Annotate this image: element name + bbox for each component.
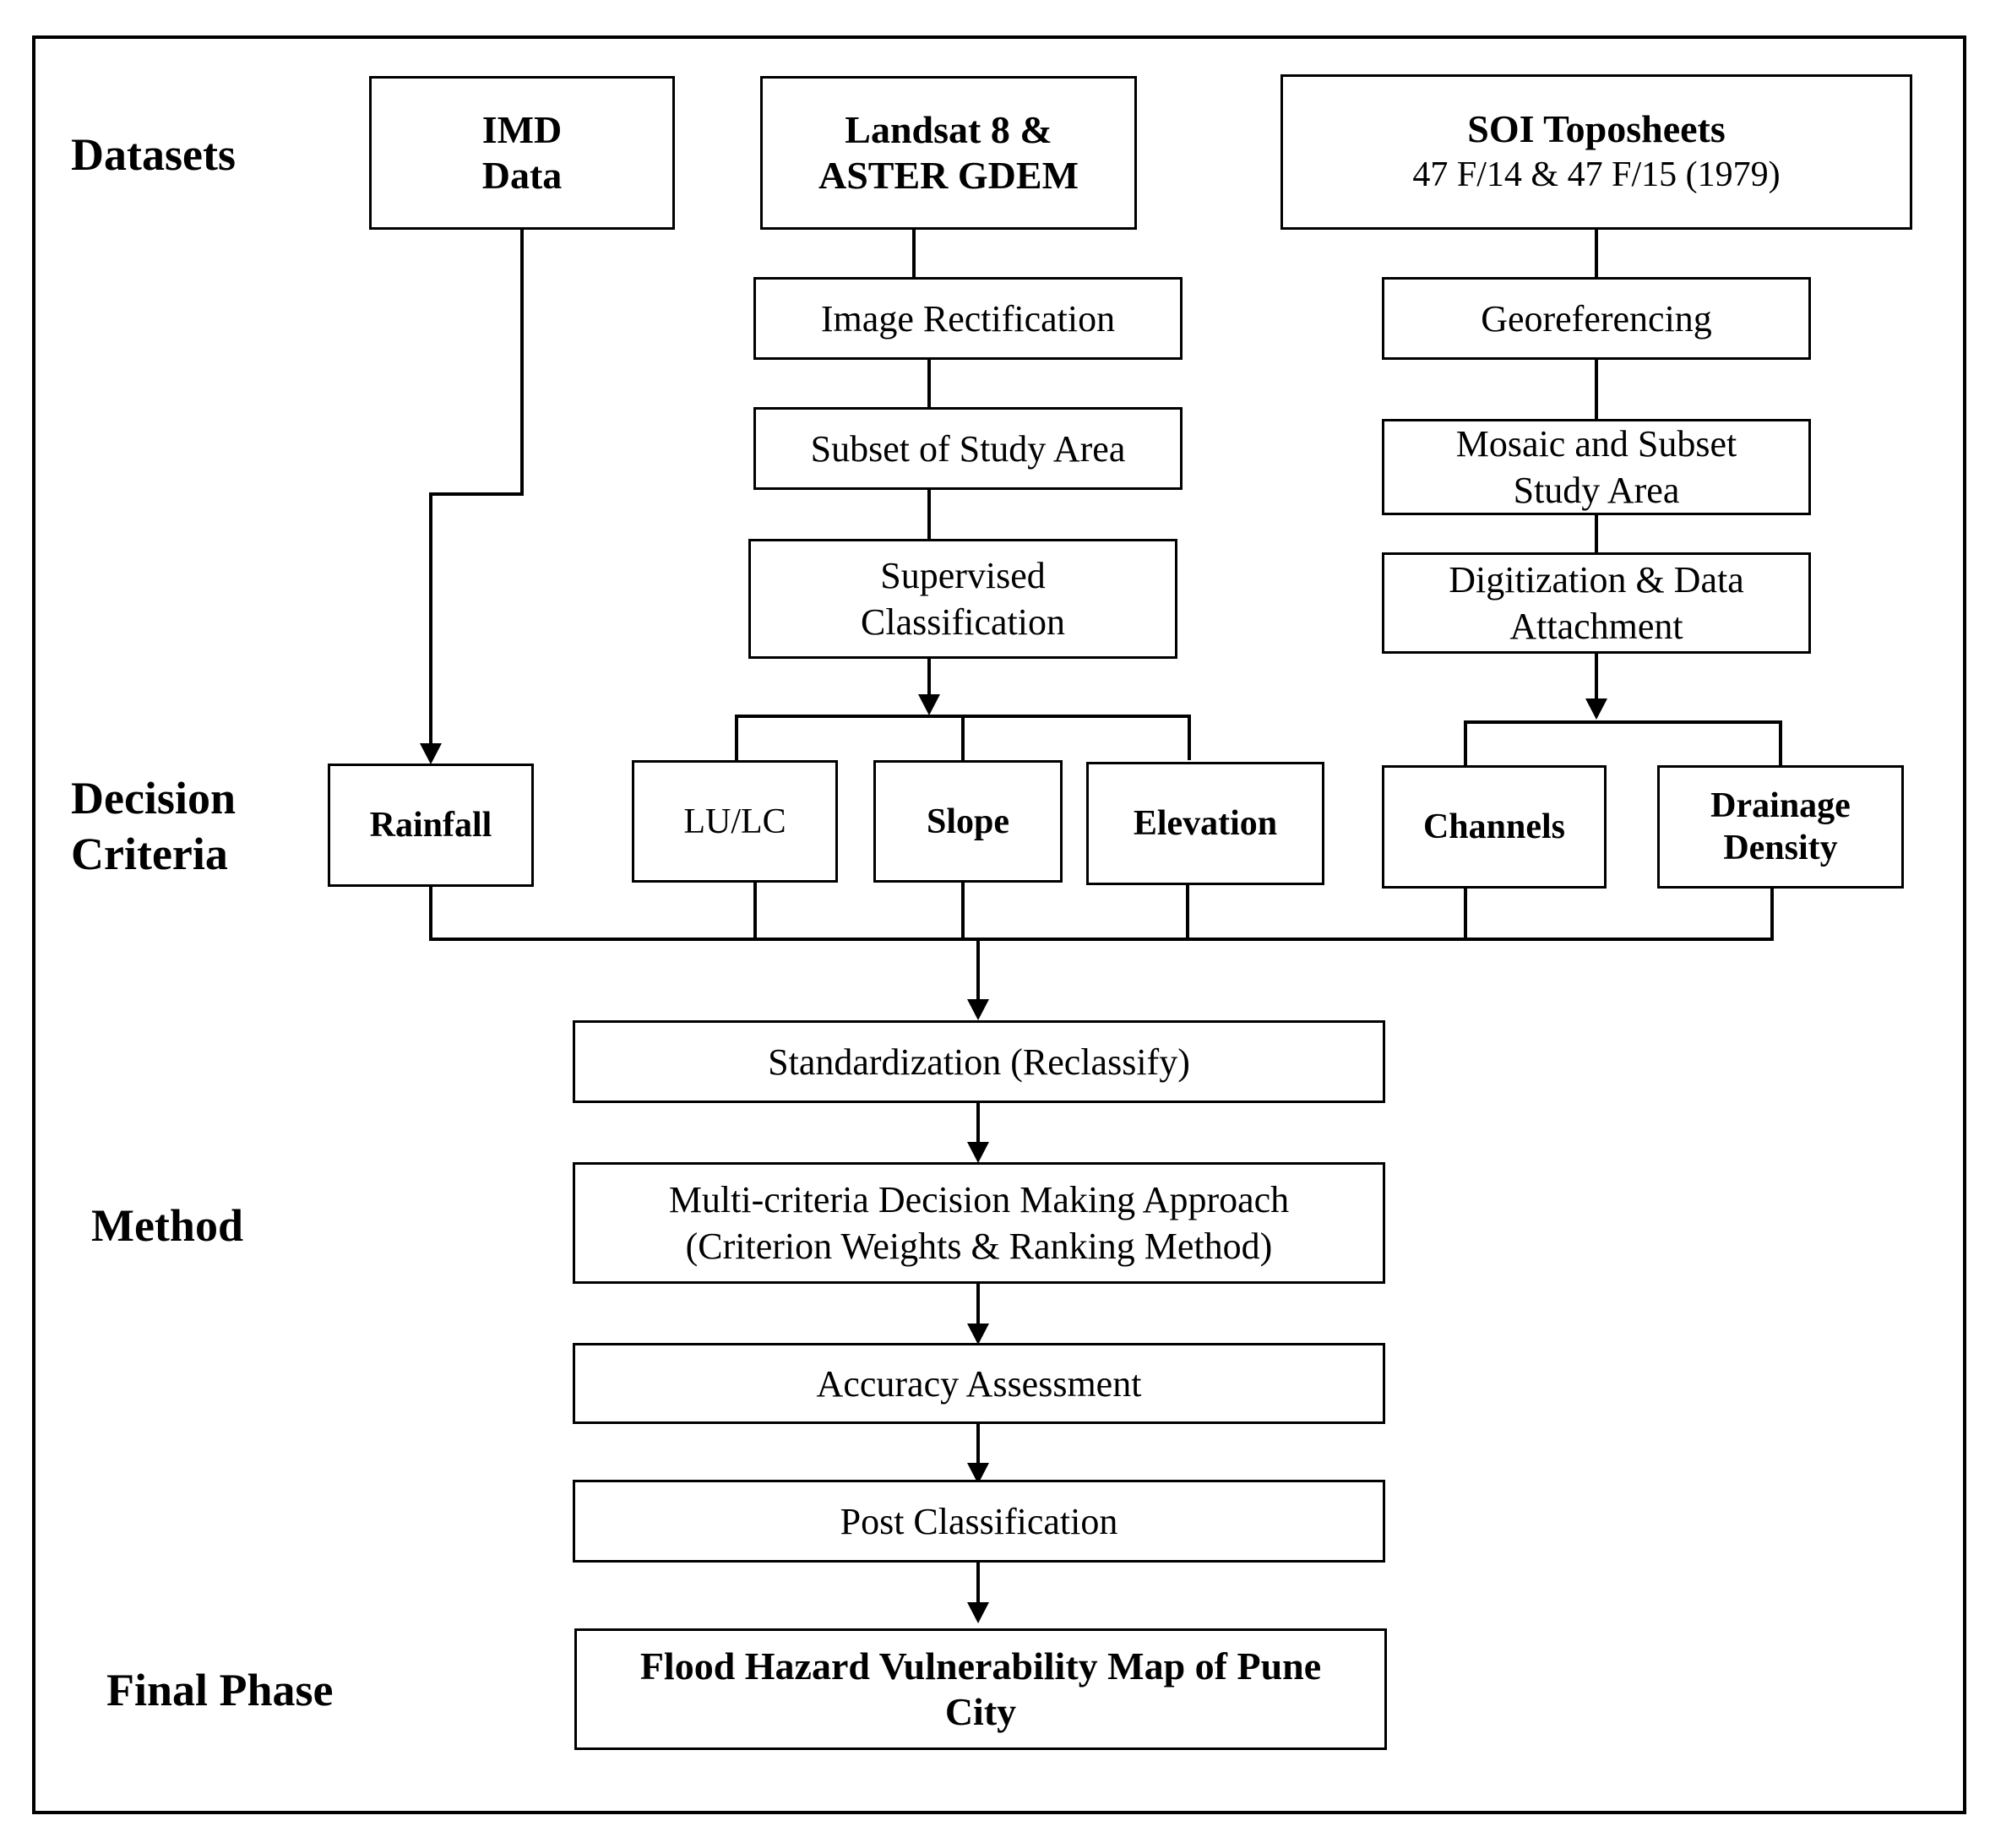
mcdm-approach-text: Multi-criteria Decision Making Approach … bbox=[668, 1179, 1290, 1267]
criterion-slope-text: Slope bbox=[926, 802, 1010, 841]
section-datasets-label: Datasets bbox=[71, 129, 236, 180]
mcdm-approach-box: Multi-criteria Decision Making Approach … bbox=[573, 1162, 1385, 1284]
imd-data-text: IMD Data bbox=[481, 108, 563, 197]
subset-study-area-text: Subset of Study Area bbox=[810, 427, 1126, 470]
accuracy-assessment-text: Accuracy Assessment bbox=[816, 1362, 1142, 1405]
arrowhead-final bbox=[967, 1602, 989, 1623]
soi-toposheets-title: SOI Toposheets bbox=[1467, 107, 1726, 150]
final-map-box: Flood Hazard Vulnerability Map of Pune C… bbox=[574, 1628, 1387, 1750]
criterion-lulc-text: LU/LC bbox=[683, 802, 786, 841]
arrowhead-post bbox=[967, 1463, 989, 1484]
digitization-box: Digitization & Data Attachment bbox=[1382, 552, 1811, 654]
arrowhead-mcdm bbox=[967, 1142, 989, 1163]
soi-toposheets-box: SOI Toposheets 47 F/14 & 47 F/15 (1979) bbox=[1280, 74, 1912, 230]
arrowhead-rainfall bbox=[420, 743, 442, 764]
criterion-elevation-box: Elevation bbox=[1086, 762, 1324, 885]
section-final-phase-label: Final Phase bbox=[106, 1665, 334, 1715]
arrowhead-digitization bbox=[1585, 698, 1607, 720]
connector-imd-rainfall bbox=[429, 228, 524, 754]
subset-study-area-box: Subset of Study Area bbox=[753, 407, 1183, 490]
section-decision-criteria-label: Decision Criteria bbox=[71, 773, 236, 879]
criterion-channels-text: Channels bbox=[1422, 807, 1566, 846]
arrowhead-accuracy bbox=[967, 1323, 989, 1345]
mosaic-subset-box: Mosaic and Subset Study Area bbox=[1382, 419, 1811, 515]
criterion-slope-box: Slope bbox=[873, 760, 1063, 883]
bus-soi-criteria bbox=[1464, 720, 1782, 767]
landsat-aster-box: Landsat 8 & ASTER GDEM bbox=[760, 76, 1137, 230]
diagram-frame bbox=[32, 35, 1966, 1814]
collector-bus bbox=[429, 885, 1774, 941]
arrowhead-classification bbox=[918, 694, 940, 715]
arrowhead-standardization bbox=[967, 999, 989, 1020]
post-classification-box: Post Classification bbox=[573, 1480, 1385, 1563]
criterion-elevation-text: Elevation bbox=[1133, 804, 1278, 843]
image-rectification-box: Image Rectification bbox=[753, 277, 1183, 360]
digitization-text: Digitization & Data Attachment bbox=[1449, 559, 1744, 647]
mosaic-subset-text: Mosaic and Subset Study Area bbox=[1455, 423, 1737, 511]
georeferencing-box: Georeferencing bbox=[1382, 277, 1811, 360]
criterion-channels-box: Channels bbox=[1382, 765, 1607, 889]
image-rectification-text: Image Rectification bbox=[820, 297, 1116, 340]
georeferencing-text: Georeferencing bbox=[1481, 297, 1712, 340]
accuracy-assessment-box: Accuracy Assessment bbox=[573, 1343, 1385, 1424]
criterion-lulc-box: LU/LC bbox=[632, 760, 838, 883]
supervised-classification-text: Supervised Classification bbox=[861, 555, 1065, 643]
landsat-aster-text: Landsat 8 & ASTER GDEM bbox=[818, 108, 1079, 197]
criterion-drainage-density-text: Drainage Density bbox=[1710, 786, 1851, 867]
standardization-box: Standardization (Reclassify) bbox=[573, 1020, 1385, 1103]
criterion-drainage-density-box: Drainage Density bbox=[1657, 765, 1904, 889]
criterion-rainfall-text: Rainfall bbox=[369, 806, 492, 845]
post-classification-text: Post Classification bbox=[840, 1500, 1118, 1542]
imd-data-box: IMD Data bbox=[369, 76, 675, 230]
supervised-classification-box: Supervised Classification bbox=[748, 539, 1177, 659]
final-map-text: Flood Hazard Vulnerability Map of Pune C… bbox=[639, 1644, 1322, 1733]
soi-toposheets-subtitle: 47 F/14 & 47 F/15 (1979) bbox=[1412, 155, 1781, 194]
section-method-label: Method bbox=[91, 1200, 243, 1251]
criterion-rainfall-box: Rainfall bbox=[328, 764, 534, 887]
standardization-text: Standardization (Reclassify) bbox=[768, 1041, 1190, 1083]
